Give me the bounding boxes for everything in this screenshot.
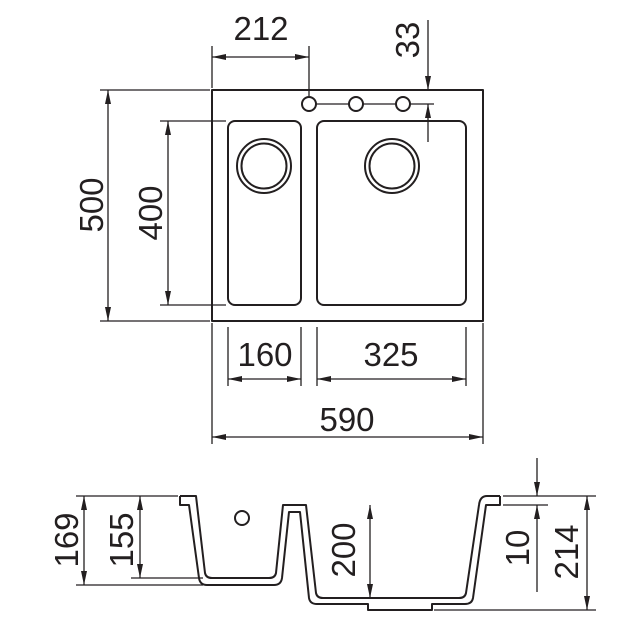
dimension-label-small-bowl-outer-height: 169 [48,512,85,567]
small-bowl [227,120,302,306]
dimension-label-tap-hole-offset: 212 [233,10,288,47]
overflow-hole [234,510,250,526]
section-view: 169 155 200 10 214 [48,458,596,611]
dimension-label-tap-hole-edge-distance: 33 [389,22,426,59]
tap-hole [301,96,317,112]
dimension-label-overall-width: 590 [319,401,374,438]
dimension-label-rim-thickness: 10 [499,530,536,567]
large-bowl-drain-inner [368,142,416,190]
small-bowl-drain-outer [236,138,292,194]
dimension-label-large-bowl-depth: 200 [325,522,362,577]
sink-section-exterior [179,496,501,611]
tap-hole [395,96,411,112]
small-bowl-drain-inner [240,142,288,190]
dimension-label-large-bowl-width: 325 [363,336,418,373]
dimension-label-small-bowl-width: 160 [237,336,292,373]
sink-section-interior [180,495,500,599]
dimension-label-small-bowl-inner-depth: 155 [103,512,140,567]
large-bowl-drain-outer [364,138,420,194]
dimension-label-bowl-length: 400 [132,185,169,240]
dimension-label-overall-depth: 500 [73,177,110,232]
tap-hole [348,96,364,112]
sink-outline [211,89,484,322]
dimension-label-overall-height: 214 [548,524,585,579]
plan-view: 212 33 500 400 160 325 590 [73,10,484,444]
large-bowl [316,120,467,306]
